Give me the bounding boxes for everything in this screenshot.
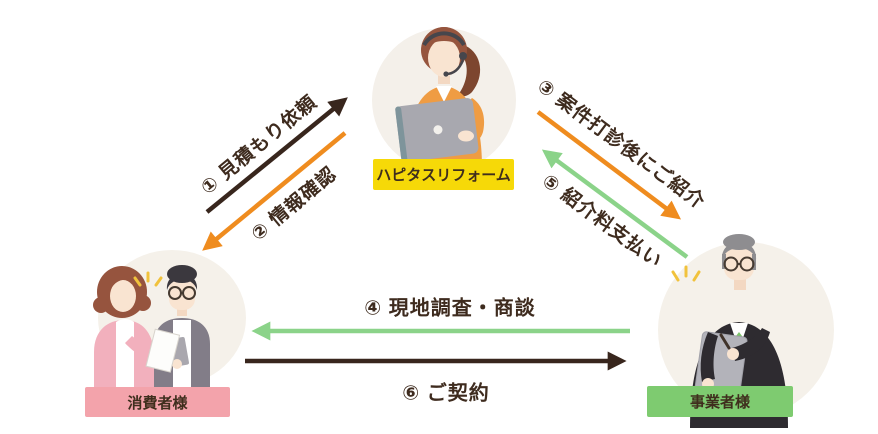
entity-label-consumer: 消費者様 (85, 387, 230, 417)
pen-icon (719, 333, 731, 350)
flow-label-site-survey: ④ 現地調査・商談 (364, 297, 536, 320)
arrow-info-confirm (202, 131, 347, 251)
operator-person (395, 27, 485, 168)
sparkle-icon (671, 265, 701, 282)
flow-label-contract: ⑥ ご契約 (402, 382, 490, 405)
glasses-icon (723, 256, 755, 272)
sparkle-icon (133, 271, 163, 287)
entity-label-hapitas: ハピタスリフォーム (373, 159, 514, 190)
consumer-couple-illustration (93, 250, 246, 390)
headset-icon (422, 31, 466, 47)
glasses-icon (168, 286, 196, 300)
paper-icon (145, 328, 181, 373)
laptop-icon (395, 98, 479, 163)
arrow-referral-fee-payment (541, 149, 689, 259)
arrow-referral-after-consult (536, 110, 682, 220)
entity-label-business: 事業者様 (647, 386, 793, 417)
arrow-quote-request (205, 97, 348, 214)
call-center-operator-illustration (372, 27, 516, 168)
